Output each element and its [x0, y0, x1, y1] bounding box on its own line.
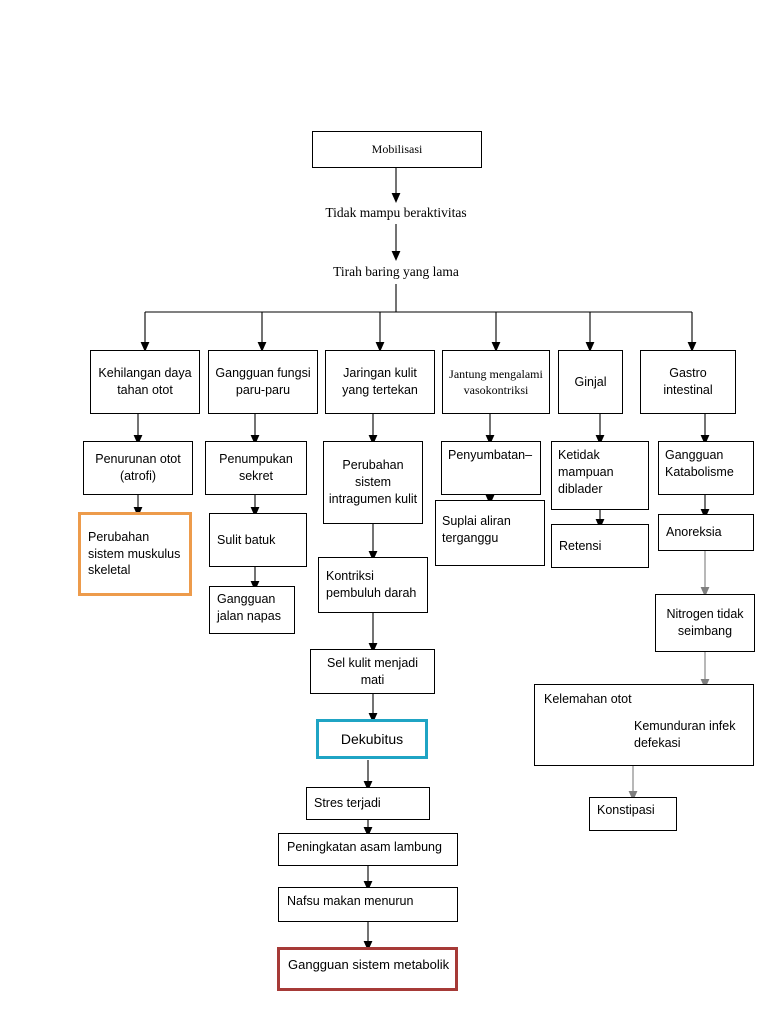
node-label: Perubahan sistem muskulus skeletal [88, 529, 181, 578]
node-label: Dekubitus [340, 730, 404, 747]
node-kemunduran-infek-defekasi: Kemunduran infek defekasi [634, 718, 744, 752]
node-penyumbatan: Penyumbatan– [441, 441, 541, 495]
node-label: Stres terjadi [314, 796, 381, 811]
node-kehilangan-daya-tahan-otot: Kehilangan daya tahan otot [90, 350, 200, 414]
node-nitrogen-tidak-seimbang: Nitrogen tidak seimbang [655, 594, 755, 652]
node-label: Gangguan Katabolisme [665, 448, 734, 479]
node-gangguan-sistem-metabolik: Gangguan sistem metabolik [277, 947, 458, 991]
node-mobilisasi: Mobilisasi [312, 131, 482, 168]
node-label: Penyumbatan– [448, 448, 533, 462]
node-label: Jantung mengalami vasokontriksi [449, 366, 543, 397]
node-label: Jaringan kulit yang tertekan [342, 366, 418, 397]
node-suplai-aliran-terganggu: Suplai aliran terganggu [435, 500, 545, 566]
node-peningkatan-asam-lambung: Peningkatan asam lambung [278, 833, 458, 866]
node-perubahan-sistem-muskulus-skeletal: Perubahan sistem muskulus skeletal [78, 512, 192, 596]
node-kelemahan-otot: Kelemahan otot [534, 684, 754, 766]
node-label: Perubahan sistem intragumen kulit [328, 458, 418, 506]
node-ketidak-mampuan-diblader: Ketidak mampuan diblader [551, 441, 649, 510]
node-gastro-intestinal: Gastro intestinal [640, 350, 736, 414]
node-label: Sulit batuk [217, 532, 276, 547]
node-penumpukan-sekret: Penumpukan sekret [205, 441, 307, 495]
node-label: Nafsu makan menurun [287, 894, 414, 908]
node-label: Ketidak mampuan diblader [558, 448, 614, 496]
node-sulit-batuk: Sulit batuk [209, 513, 307, 567]
node-label: Ginjal [574, 374, 607, 389]
node-label: Kontriksi pembuluh darah [326, 569, 417, 600]
node-label: Gangguan jalan napas [217, 592, 281, 623]
node-label: Sel kulit menjadi mati [326, 655, 418, 687]
node-konstipasi: Konstipasi [589, 797, 677, 831]
node-gangguan-katabolisme: Gangguan Katabolisme [658, 441, 754, 495]
node-nafsu-makan-menurun: Nafsu makan menurun [278, 887, 458, 922]
node-gangguan-jalan-napas: Gangguan jalan napas [209, 586, 295, 634]
node-anoreksia: Anoreksia [658, 514, 754, 551]
node-penurunan-otot-atrofi: Penurunan otot (atrofi) [83, 441, 193, 495]
node-label: Peningkatan asam lambung [287, 840, 442, 854]
node-tirah-baring: Tirah baring yang lama [296, 264, 496, 280]
node-label: Suplai aliran terganggu [442, 514, 511, 545]
node-label: Tirah baring yang lama [333, 264, 459, 279]
node-perubahan-sistem-intragumen-kulit: Perubahan sistem intragumen kulit [323, 441, 423, 524]
node-tidak-mampu: Tidak mampu beraktivitas [296, 205, 496, 221]
node-ginjal: Ginjal [558, 350, 623, 414]
node-label: Penurunan otot (atrofi) [95, 452, 181, 483]
node-label: Kehilangan daya tahan otot [98, 366, 192, 397]
node-dekubitus: Dekubitus [316, 719, 428, 759]
node-label: Retensi [559, 538, 602, 553]
node-label: Tidak mampu beraktivitas [325, 205, 467, 220]
node-label: Penumpukan sekret [219, 452, 293, 483]
node-label: Konstipasi [597, 803, 655, 817]
node-sel-kulit-menjadi-mati: Sel kulit menjadi mati [310, 649, 435, 694]
node-kontriksi-pembuluh-darah: Kontriksi pembuluh darah [318, 557, 428, 613]
node-jantung-vasokontriksi: Jantung mengalami vasokontriksi [442, 350, 550, 414]
node-label: Nitrogen tidak seimbang [666, 607, 744, 638]
node-label: Mobilisasi [371, 142, 423, 157]
node-retensi: Retensi [551, 524, 649, 568]
node-label: Kemunduran infek defekasi [634, 719, 736, 750]
node-gangguan-fungsi-paru: Gangguan fungsi paru-paru [208, 350, 318, 414]
node-label: Kelemahan otot [544, 692, 632, 706]
node-label: Gangguan fungsi paru-paru [215, 366, 311, 397]
node-label: Gastro intestinal [663, 366, 713, 397]
node-label: Gangguan sistem metabolik [288, 957, 450, 972]
node-label: Anoreksia [666, 525, 722, 540]
node-stres-terjadi: Stres terjadi [306, 787, 430, 820]
node-jaringan-kulit-tertekan: Jaringan kulit yang tertekan [325, 350, 435, 414]
